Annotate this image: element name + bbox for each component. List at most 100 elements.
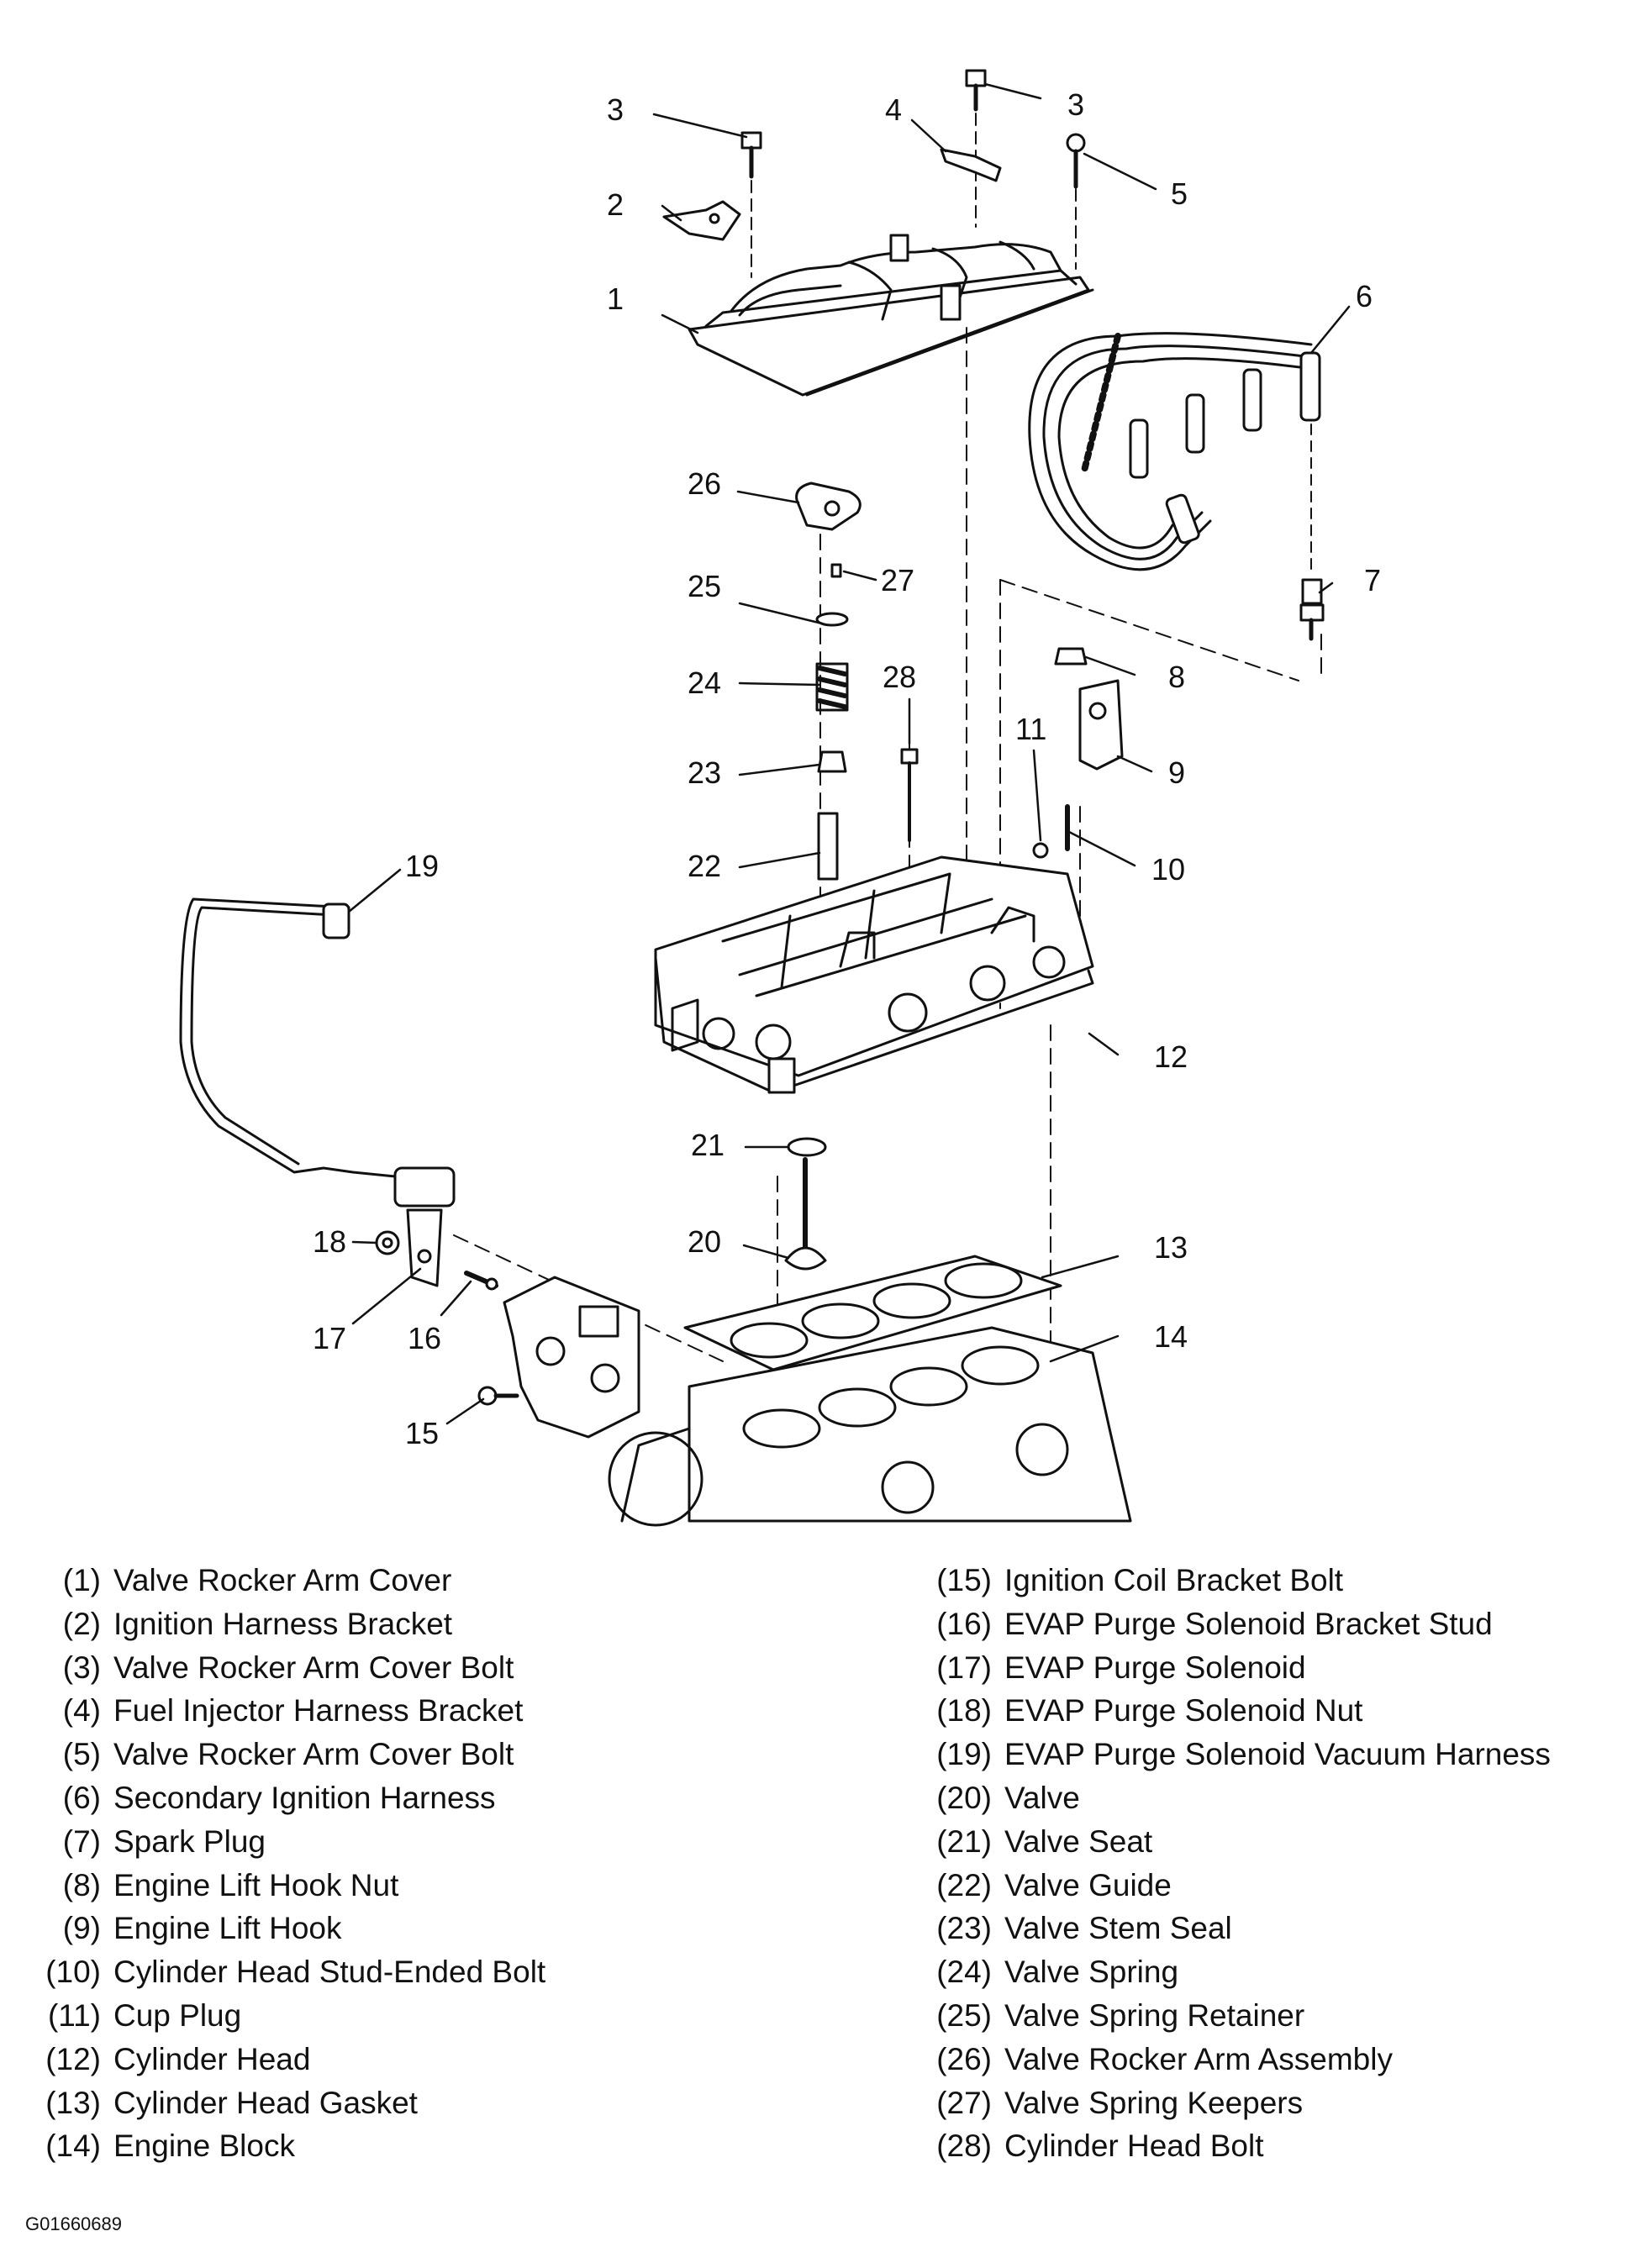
cover-bolt-left bbox=[740, 131, 762, 278]
legend-label: EVAP Purge Solenoid Nut bbox=[1004, 1693, 1363, 1729]
legend-label: EVAP Purge Solenoid bbox=[1004, 1650, 1306, 1685]
legend-label: Valve bbox=[1004, 1780, 1080, 1815]
legend-label: Valve Rocker Arm Cover Bolt bbox=[113, 1650, 514, 1685]
engine-block bbox=[608, 1326, 1132, 1527]
legend-left-column: (1) Valve Rocker Arm Cover (2) Ignition Har… bbox=[17, 1559, 773, 2168]
callout-5: 5 bbox=[1171, 176, 1188, 211]
legend-label: Valve Spring Retainer bbox=[1004, 1997, 1305, 2033]
spark-plug bbox=[1299, 424, 1325, 641]
cylinder-head bbox=[654, 855, 1094, 1094]
legend-number: (24) bbox=[936, 1955, 992, 1990]
legend-label: Ignition Harness Bracket bbox=[113, 1606, 453, 1641]
legend-item: (26)Valve Rocker Arm Assembly bbox=[908, 2038, 1631, 2081]
legend-item: (23)Valve Stem Seal bbox=[908, 1907, 1631, 1950]
legend-number: (4) bbox=[62, 1693, 101, 1729]
legend-label: Cylinder Head Gasket bbox=[113, 2085, 418, 2120]
legend-item: (2) Ignition Harness Bracket bbox=[17, 1602, 773, 1646]
legend-label: Valve Rocker Arm Cover Bolt bbox=[113, 1737, 514, 1772]
fuel-injector-harness-bracket bbox=[940, 148, 1002, 182]
callout-8: 8 bbox=[1168, 660, 1185, 694]
callout-23: 23 bbox=[688, 755, 721, 790]
cylinder-head-bolt bbox=[900, 748, 919, 842]
legend-number: (13) bbox=[45, 2085, 101, 2120]
callout-14: 14 bbox=[1154, 1319, 1188, 1354]
legend-label: Engine Lift Hook Nut bbox=[113, 1867, 399, 1902]
callout-2: 2 bbox=[607, 187, 624, 222]
legend-item: (13) Cylinder Head Gasket bbox=[17, 2081, 773, 2125]
legend-number: (15) bbox=[936, 1563, 992, 1597]
legend-number: (25) bbox=[936, 1997, 992, 2033]
legend-item: (27)Valve Spring Keepers bbox=[908, 2081, 1631, 2125]
cover-bolt-right bbox=[1066, 133, 1086, 270]
callout-11: 11 bbox=[1015, 712, 1046, 746]
callout-10: 10 bbox=[1151, 852, 1185, 887]
legend-label: Valve Guide bbox=[1004, 1867, 1172, 1902]
legend-item: (14) Engine Block bbox=[17, 2124, 773, 2168]
callout-20: 20 bbox=[688, 1224, 721, 1259]
legend-number: (10) bbox=[45, 1955, 101, 1990]
legend-label: Ignition Coil Bracket Bolt bbox=[1004, 1563, 1344, 1597]
legend-label: Engine Block bbox=[113, 2129, 295, 2164]
valve-spring-keepers bbox=[830, 563, 842, 578]
secondary-ignition-harness bbox=[1028, 332, 1321, 571]
legend-number: (17) bbox=[936, 1650, 992, 1685]
valve-guide bbox=[817, 812, 839, 881]
legend-label: Spark Plug bbox=[113, 1823, 266, 1859]
legend-label: EVAP Purge Solenoid Bracket Stud bbox=[1004, 1606, 1493, 1641]
legend-number: (14) bbox=[45, 2129, 101, 2164]
legend-number: (3) bbox=[62, 1650, 101, 1685]
ignition-coil bbox=[503, 1276, 640, 1439]
ignition-harness-bracket bbox=[662, 200, 741, 241]
valve bbox=[784, 1157, 827, 1271]
legend-item: (16)EVAP Purge Solenoid Bracket Stud bbox=[908, 1602, 1631, 1646]
legend-number: (12) bbox=[45, 2041, 101, 2076]
legend-number: (1) bbox=[62, 1563, 101, 1597]
callout-9: 9 bbox=[1168, 755, 1185, 790]
legend-label: Valve Rocker Arm Cover bbox=[113, 1563, 452, 1597]
legend-label: Valve Spring Keepers bbox=[1004, 2085, 1304, 2120]
evap-purge-solenoid-nut bbox=[375, 1230, 400, 1255]
legend-item: (5)Valve Rocker Arm Cover Bolt bbox=[17, 1733, 773, 1776]
legend-label: Cylinder Head Stud-Ended Bolt bbox=[113, 1955, 546, 1990]
callout-3-top: 3 bbox=[1067, 87, 1084, 122]
valve-rocker-arm-assembly bbox=[795, 481, 862, 531]
valve-seat bbox=[787, 1137, 827, 1157]
legend-number: (11) bbox=[47, 1997, 101, 2033]
legend-number: (23) bbox=[936, 1911, 992, 1946]
evap-purge-solenoid-bracket-stud bbox=[464, 1271, 498, 1291]
legend-item: (28) Cylinder Head Bolt bbox=[908, 2124, 1631, 2168]
cylinder-head-gasket bbox=[683, 1255, 1062, 1371]
valve-rocker-arm-cover bbox=[688, 234, 1094, 397]
legend-label: Secondary Ignition Harness bbox=[113, 1780, 496, 1815]
callout-17: 17 bbox=[313, 1321, 346, 1355]
legend-label: Cup Plug bbox=[113, 1997, 242, 2033]
callout-19: 19 bbox=[405, 849, 439, 883]
valve-spring-retainer bbox=[815, 612, 849, 627]
callout-16: 16 bbox=[408, 1321, 441, 1355]
legend-label: Cylinder Head bbox=[113, 2041, 311, 2076]
legend-number: (18) bbox=[936, 1693, 992, 1729]
legend-label: Valve Seat bbox=[1004, 1823, 1153, 1859]
legend-label: Engine Lift Hook bbox=[113, 1911, 342, 1946]
legend-item: (9)Engine Lift Hook bbox=[17, 1907, 773, 1950]
cover-bolt-top bbox=[965, 69, 987, 228]
callout-28: 28 bbox=[883, 660, 916, 694]
callout-3-left: 3 bbox=[607, 92, 624, 127]
legend-right-column: (15) Ignition Coil Bracket Bolt (16)EVAP P… bbox=[908, 1559, 1631, 2168]
ignition-coil-bracket-bolt bbox=[477, 1386, 519, 1406]
callout-26: 26 bbox=[688, 466, 721, 501]
legend-item: (3) Valve Rocker Arm Cover Bolt bbox=[17, 1646, 773, 1690]
legend-label: Valve Rocker Arm Assembly bbox=[1004, 2041, 1393, 2076]
callout-15: 15 bbox=[405, 1416, 439, 1450]
legend-label: Valve Spring bbox=[1004, 1955, 1179, 1990]
callout-27: 27 bbox=[881, 563, 914, 597]
legend-item: (17) EVAP Purge Solenoid bbox=[908, 1646, 1631, 1690]
legend-number: (28) bbox=[936, 2129, 992, 2164]
legend-item: (15) Ignition Coil Bracket Bolt bbox=[908, 1559, 1631, 1602]
exploded-engine-diagram: 1 2 3 3 4 5 6 7 8 9 10 11 12 13 14 15 16… bbox=[179, 69, 1381, 1527]
legend-label: Cylinder Head Bolt bbox=[1004, 2129, 1264, 2164]
legend-number: (2) bbox=[62, 1606, 101, 1641]
engine-lift-hook bbox=[1078, 679, 1124, 771]
legend-item: (1) Valve Rocker Arm Cover bbox=[17, 1559, 773, 1602]
legend-number: (21) bbox=[936, 1823, 992, 1859]
